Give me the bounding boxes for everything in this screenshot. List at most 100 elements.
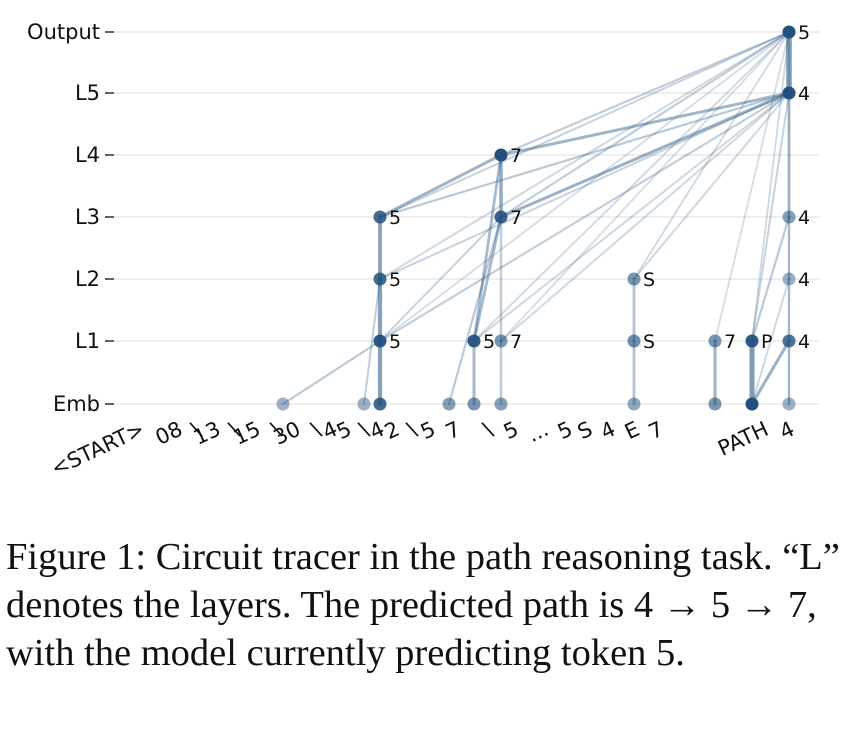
token-label-t5b: 5 xyxy=(417,417,439,444)
circuit-nodes xyxy=(276,25,796,411)
node-l4-7a xyxy=(494,148,508,162)
node-out-4d xyxy=(782,25,796,39)
node-l1-7a xyxy=(494,334,508,348)
node-emb-15 xyxy=(276,397,290,411)
edge-l3_7a-to-out_4d xyxy=(499,30,791,219)
token-label-tPATH: PATH xyxy=(714,417,772,461)
token-label-t5c: 5 xyxy=(500,417,522,444)
layer-label-l3: L3 xyxy=(75,205,100,229)
node-label-out-4d: 5 xyxy=(798,22,810,44)
node-emb-2 xyxy=(442,397,456,411)
node-l1-5a xyxy=(373,334,387,348)
node-label-l1-4d: 4 xyxy=(798,331,810,353)
token-label-t5d: 5 xyxy=(554,417,576,444)
node-l2-4d xyxy=(782,272,796,286)
circuit-edges xyxy=(281,29,792,407)
token-label-t7a: 7 xyxy=(442,417,464,444)
node-l1-P xyxy=(745,334,759,348)
node-l1-5b xyxy=(467,334,481,348)
edge-l1_5b-to-l3_7a xyxy=(472,215,503,343)
layer-label-l4: L4 xyxy=(75,143,100,167)
node-emb-S xyxy=(627,397,641,411)
layer-label-l5: L5 xyxy=(75,81,100,105)
node-label-l1-7a: 7 xyxy=(510,331,522,353)
edge-l1_5a-to-l3_7a xyxy=(379,216,502,342)
edge-l1_5a-to-out_4d xyxy=(379,31,790,342)
edge-l1_5b-to-l4_7a xyxy=(472,153,503,343)
node-label-l2-4d: 4 xyxy=(798,269,810,291)
edge-l3_7a-to-l5_4d xyxy=(499,91,791,219)
node-l1-S xyxy=(627,334,641,348)
node-l1-7b xyxy=(708,334,722,348)
edge-l4_7a-to-l5_4d xyxy=(499,91,791,157)
layer-label-l1: L1 xyxy=(75,329,100,353)
token-label-dots: ... xyxy=(524,417,552,447)
layer-gridlines xyxy=(112,31,820,405)
edge-emb_2-to-l3_7a xyxy=(447,215,503,406)
token-label-t08: 08 xyxy=(152,417,186,450)
figure-caption: Figure 1: Circuit tracer in the path rea… xyxy=(6,536,840,674)
node-label-l1-7b: 7 xyxy=(724,331,736,353)
node-label-l3-5a: 5 xyxy=(389,207,401,229)
token-label-s7: \ xyxy=(480,416,497,441)
node-l1-4d xyxy=(782,334,796,348)
node-emb-4a xyxy=(357,397,371,411)
node-l3-5a xyxy=(373,210,387,224)
edge-l1_5a-to-l5_4d xyxy=(378,91,791,343)
edge-emb_P-to-l2_4d xyxy=(751,278,790,405)
edge-l1_P-to-out_4d xyxy=(751,31,790,342)
node-label-l3-7a: 7 xyxy=(510,207,522,229)
node-l3-7a xyxy=(494,210,508,224)
node-label-l2-5a: 5 xyxy=(389,269,401,291)
edge-l1_7a-to-out_4d xyxy=(500,31,790,342)
node-emb-4d xyxy=(782,397,796,411)
edge-l1_P-to-l3_4d xyxy=(750,215,791,343)
node-label-l3-4d: 4 xyxy=(798,207,810,229)
node-emb-5a xyxy=(373,397,387,411)
node-l5-4d xyxy=(782,86,796,100)
node-label-l1-P: P xyxy=(761,331,772,353)
node-label-l1-S: S xyxy=(643,331,655,353)
node-label-l1-5a: 5 xyxy=(389,331,401,353)
node-emb-7a xyxy=(494,397,508,411)
node-label-l5-4d: 4 xyxy=(798,83,810,105)
layer-label-l2: L2 xyxy=(75,267,100,291)
node-label-l4-7a: 7 xyxy=(510,145,522,167)
node-label-l1-5b: 5 xyxy=(483,331,495,353)
edge-l2_S-to-l5_4d xyxy=(633,92,790,280)
token-label-t4c: 4 xyxy=(597,417,619,444)
edge-l1_7b-to-out_4d xyxy=(714,31,790,342)
edge-l1_5b-to-l5_4d xyxy=(473,92,790,342)
edge-l4_7a-to-out_4d xyxy=(499,30,791,157)
token-label-tE: E xyxy=(621,417,643,444)
node-emb-5b xyxy=(467,397,481,411)
edge-l1_7a-to-l5_4d xyxy=(500,92,790,342)
token-label-t7b: 7 xyxy=(645,417,667,444)
node-l2-S xyxy=(627,272,641,286)
edge-l1_5b-to-out_4d xyxy=(473,31,790,342)
node-emb-P xyxy=(745,397,759,411)
edge-l3_5a-to-l4_7a xyxy=(378,153,503,219)
edge-l2_5a-to-out_4d xyxy=(379,31,790,280)
token-label-t15: 15 xyxy=(230,417,264,450)
node-emb-7b xyxy=(708,397,722,411)
token-label-start: <START> xyxy=(47,417,148,481)
edge-l3_5a-to-out_4d xyxy=(379,31,790,218)
edge-emb_15-to-l1_5a xyxy=(281,339,382,406)
node-l2-5a xyxy=(373,272,387,286)
node-l3-4d xyxy=(782,210,796,224)
edge-l2_5a-to-l5_4d xyxy=(379,92,790,280)
edge-emb_4a-to-l2_5a xyxy=(363,278,381,405)
edge-l1_P-to-l5_4d xyxy=(751,92,790,342)
node-label-l2-S: S xyxy=(643,269,655,291)
token-label-tS: S xyxy=(574,417,596,444)
edge-l3_5a-to-l5_4d xyxy=(378,91,791,219)
layer-label-output: Output xyxy=(27,20,100,44)
edge-l2_S-to-out_4d xyxy=(633,31,790,280)
token-label-s6: \ xyxy=(404,416,421,441)
layer-label-emb: Emb xyxy=(53,392,100,416)
